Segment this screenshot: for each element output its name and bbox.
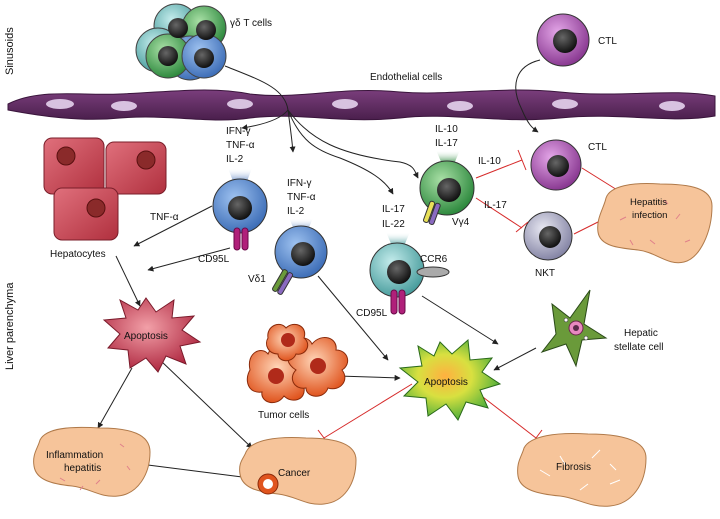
cell4-cytokine-2: IL-17	[435, 138, 458, 149]
apoptosis-left	[102, 297, 202, 373]
gd-t-cell-4	[419, 150, 475, 226]
hepatic-stellate-line-1: Hepatic	[624, 328, 658, 339]
il10-arrow-label: IL-10	[478, 156, 501, 167]
liver-inflammation-hepatitis	[33, 426, 151, 497]
gd-t-cell-1	[212, 168, 268, 251]
tumor-icon	[257, 473, 279, 495]
gd-t-cell-2	[272, 218, 328, 295]
cell3-cytokine-2: IL-22	[382, 219, 405, 230]
cell3-cytokine-1: IL-17	[382, 204, 405, 215]
cd95l-mid-label: CD95L	[356, 308, 388, 319]
vd1-label: Vδ1	[248, 274, 266, 285]
ctl-right-cell	[530, 139, 582, 191]
hepatocytes-label: Hepatocytes	[50, 249, 106, 260]
cancer-label: Cancer	[278, 468, 311, 479]
effect-arrows	[97, 205, 537, 481]
cell4-cytokine-1: IL-10	[435, 124, 458, 135]
cell2-cytokine-2: TNF-α	[287, 192, 316, 203]
ccr6-label: CCR6	[420, 254, 448, 265]
tumor-cells	[246, 323, 349, 404]
cd95l-left-label: CD95L	[198, 254, 230, 265]
gd-t-cells-label: γδ T cells	[230, 18, 272, 29]
cell2-cytokine-3: IL-2	[287, 206, 305, 217]
nkt-cell	[523, 211, 573, 261]
apoptosis-left-label: Apoptosis	[124, 331, 168, 342]
hepatitis-infection-line-1: Hepatitis	[630, 197, 667, 208]
gd-t-cell-3	[369, 232, 450, 315]
sinusoids-label: Sinusoids	[4, 27, 16, 75]
tumor-cells-label: Tumor cells	[258, 410, 309, 421]
inflammation-hepatitis-line-2: hepatitis	[64, 463, 101, 474]
fibrosis-label: Fibrosis	[556, 462, 591, 473]
liver-parenchyma-label: Liver parenchyma	[4, 282, 16, 370]
inflammation-hepatitis-line-1: Inflammation	[46, 450, 103, 461]
cell1-cytokine-2: TNF-α	[226, 140, 255, 151]
ctl-top-label: CTL	[598, 36, 617, 47]
hepatocytes	[43, 137, 167, 241]
cell1-cytokine-1: IFN-γ	[226, 126, 250, 137]
gd-t-cell-cluster	[135, 3, 227, 81]
hepatic-stellate-line-2: stellate cell	[614, 342, 663, 353]
il17-arrow-label: IL-17	[484, 200, 507, 211]
tnf-alpha-label: TNF-α	[150, 212, 179, 223]
endothelial-layer	[7, 89, 716, 121]
nkt-label: NKT	[535, 268, 555, 279]
liver-fibrosis	[517, 433, 647, 507]
apoptosis-right-label: Apoptosis	[424, 377, 468, 388]
cell1-cytokine-3: IL-2	[226, 154, 244, 165]
apoptosis-right	[398, 338, 502, 421]
migration-lines	[224, 59, 541, 195]
cell2-cytokine-1: IFN-γ	[287, 178, 311, 189]
hepatic-stellate-cell	[540, 289, 608, 368]
hepatitis-infection-line-2: infection	[632, 210, 667, 221]
endothelial-cells-label: Endothelial cells	[370, 72, 442, 83]
ctl-right-label: CTL	[588, 142, 607, 153]
liver-hepatitis-infection	[597, 183, 713, 264]
vg4-label: Vγ4	[452, 217, 470, 228]
ctl-top-cell	[536, 13, 590, 67]
liver-cancer	[239, 437, 357, 505]
